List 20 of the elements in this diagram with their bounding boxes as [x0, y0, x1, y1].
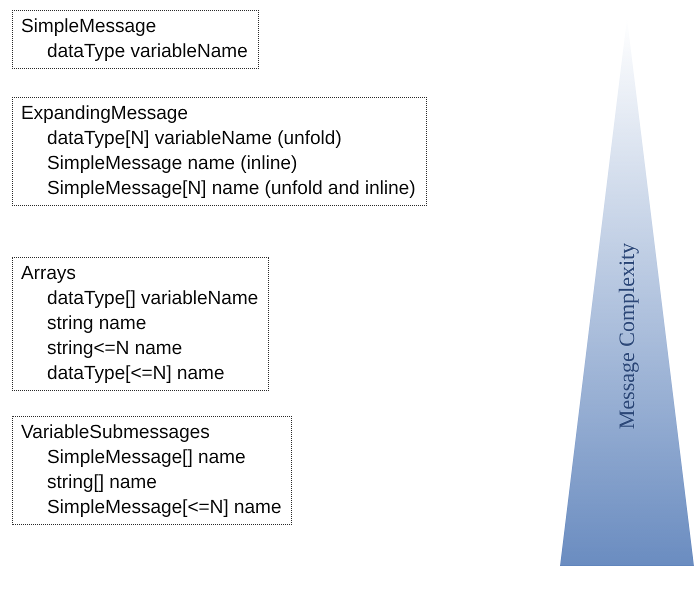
field-line: SimpleMessage[<=N] name	[46, 496, 282, 520]
message-box	[12, 416, 292, 525]
field-line: SimpleMessage[N] name (unfold and inline)	[46, 177, 416, 201]
message-heading: ExpandingMessage	[21, 102, 189, 126]
field-line: string<=N name	[46, 337, 184, 361]
field-line: string name	[46, 312, 148, 336]
field-line: dataType[] variableName	[46, 287, 258, 311]
axis-label: Message Complexity	[614, 242, 640, 430]
field-line: SimpleMessage[] name	[46, 446, 247, 470]
message-box	[12, 257, 270, 391]
message-box	[12, 10, 259, 69]
message-heading: SimpleMessage	[21, 15, 158, 39]
field-line: dataType variableName	[46, 40, 248, 64]
field-line: dataType[<=N] name	[46, 362, 226, 386]
field-line: dataType[N] variableName (unfold)	[46, 127, 343, 151]
message-box	[12, 97, 427, 206]
message-heading: VariableSubmessages	[21, 421, 211, 445]
field-line: SimpleMessage name (inline)	[46, 152, 298, 176]
message-heading: Arrays	[21, 262, 77, 286]
field-line: string[] name	[46, 471, 158, 495]
